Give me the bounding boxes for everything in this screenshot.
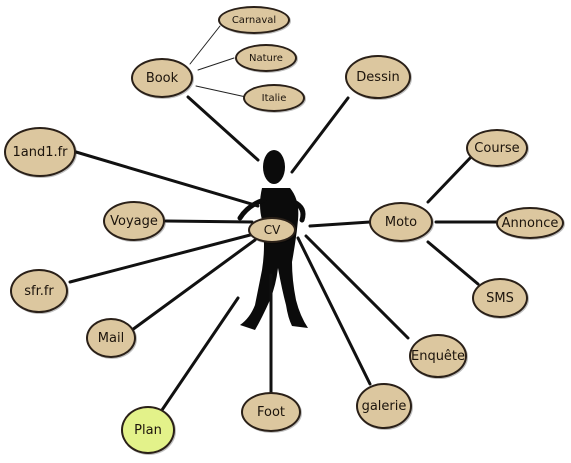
link-cv-plan xyxy=(160,296,240,412)
node-galerie[interactable]: galerie xyxy=(356,383,412,429)
link-cv-galerie xyxy=(296,236,372,386)
node-nature[interactable]: Nature xyxy=(235,44,297,72)
node-sms[interactable]: SMS xyxy=(472,278,528,318)
node-enquete[interactable]: Enquête xyxy=(409,334,467,378)
link-moto-sms xyxy=(426,240,480,286)
link-moto-course xyxy=(426,154,474,204)
node-1and1-label: 1and1.fr xyxy=(12,144,68,160)
node-cv[interactable]: CV xyxy=(248,217,296,243)
node-voyage[interactable]: Voyage xyxy=(103,201,165,241)
node-mail[interactable]: Mail xyxy=(86,318,136,358)
node-plan[interactable]: Plan xyxy=(121,406,175,454)
link-cv-dessin xyxy=(290,96,350,174)
node-book[interactable]: Book xyxy=(131,58,193,98)
node-course[interactable]: Course xyxy=(466,129,528,167)
link-book-carnaval xyxy=(189,25,221,65)
node-sfr[interactable]: sfr.fr xyxy=(10,269,68,313)
node-galerie-label: galerie xyxy=(361,398,407,414)
node-moto[interactable]: Moto xyxy=(369,202,433,242)
node-carnaval-label: Carnaval xyxy=(231,14,277,26)
node-course-label: Course xyxy=(474,140,520,156)
link-cv-sfr xyxy=(68,232,256,284)
node-annonce-label: Annonce xyxy=(501,215,559,231)
node-italie-label: Italie xyxy=(261,92,287,104)
link-cv-moto xyxy=(308,220,372,228)
link-cv-enquete xyxy=(304,234,410,340)
node-voyage-label: Voyage xyxy=(110,213,158,229)
node-mail-label: Mail xyxy=(97,330,125,346)
node-dessin-label: Dessin xyxy=(356,69,400,85)
node-sms-label: SMS xyxy=(486,290,514,306)
link-book-nature xyxy=(197,57,235,71)
link-cv-1and1 xyxy=(74,150,260,208)
node-annonce[interactable]: Annonce xyxy=(496,207,564,239)
node-1and1[interactable]: 1and1.fr xyxy=(4,127,76,177)
node-moto-label: Moto xyxy=(384,214,418,230)
node-cv-label: CV xyxy=(263,223,281,237)
link-cv-mail xyxy=(130,238,257,332)
node-enquete-label: Enquête xyxy=(410,348,466,364)
node-dessin[interactable]: Dessin xyxy=(345,55,411,99)
link-cv-book xyxy=(186,95,260,162)
node-carnaval[interactable]: Carnaval xyxy=(218,6,290,34)
link-book-italie xyxy=(195,85,247,98)
node-nature-label: Nature xyxy=(249,52,283,64)
link-cv-voyage xyxy=(164,219,254,224)
node-sfr-label: sfr.fr xyxy=(24,283,54,299)
node-foot[interactable]: Foot xyxy=(241,392,301,432)
node-plan-label: Plan xyxy=(134,422,162,438)
node-foot-label: Foot xyxy=(256,404,286,420)
node-book-label: Book xyxy=(145,70,179,86)
node-italie[interactable]: Italie xyxy=(243,84,305,112)
